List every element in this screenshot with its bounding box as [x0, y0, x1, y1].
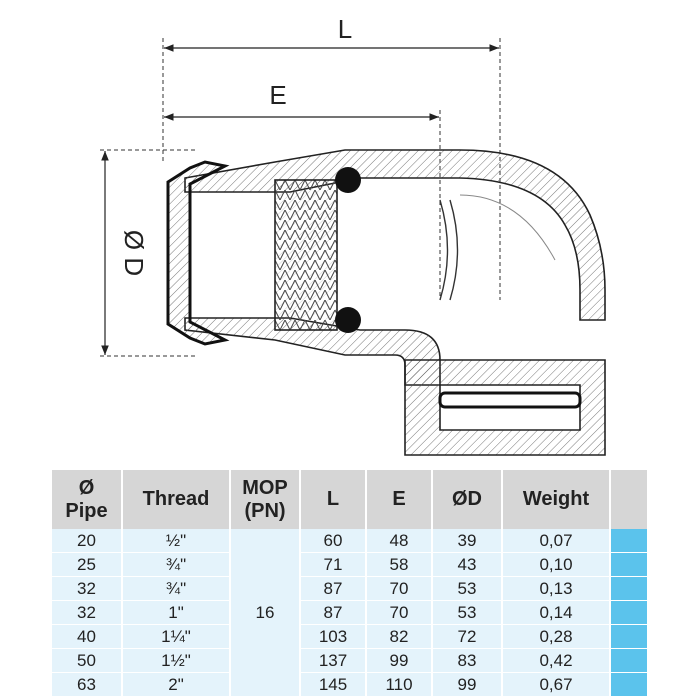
- row-color-swatch: [610, 624, 649, 649]
- header-thread: Thread: [122, 470, 231, 529]
- cell-l: 137: [300, 648, 367, 673]
- cell-l: 87: [300, 600, 367, 625]
- header-l: L: [300, 470, 367, 529]
- o-ring-top: [335, 167, 361, 193]
- cell-thread: 1½": [122, 648, 231, 673]
- cell-l: 87: [300, 576, 367, 601]
- header-e: E: [366, 470, 433, 529]
- cell-l: 145: [300, 672, 367, 697]
- dimension-lines: [100, 38, 501, 357]
- cell-pipe: 20: [52, 529, 123, 553]
- cell-pipe: 63: [52, 672, 123, 697]
- elbow-fitting-drawing: L E Ø D: [100, 14, 606, 456]
- bore-curve: [459, 194, 556, 261]
- outlet-gasket: [438, 391, 582, 409]
- cell-e: 110: [366, 672, 433, 697]
- cell-e: 70: [366, 600, 433, 625]
- cell-pipe: 32: [52, 600, 123, 625]
- cell-weight: 0,13: [502, 576, 611, 601]
- cell-weight: 0,14: [502, 600, 611, 625]
- o-ring-bottom: [335, 307, 361, 333]
- header-d: ØD: [432, 470, 503, 529]
- cell-thread: 1": [122, 600, 231, 625]
- dim-D-label: Ø D: [119, 230, 149, 276]
- cell-weight: 0,67: [502, 672, 611, 697]
- grip-ring-shading: [275, 180, 337, 330]
- cell-weight: 0,28: [502, 624, 611, 649]
- cell-e: 82: [366, 624, 433, 649]
- threaded-outlet-housing: [404, 359, 606, 456]
- dim-E-label: E: [269, 80, 286, 110]
- row-color-swatch: [610, 529, 649, 553]
- clamp-nut: [166, 160, 230, 346]
- cell-d: 43: [432, 552, 503, 577]
- cell-l: 103: [300, 624, 367, 649]
- dim-L-label: L: [338, 14, 352, 44]
- cell-weight: 0,07: [502, 529, 611, 553]
- pipe-stop: [439, 199, 459, 301]
- row-color-swatch: [610, 600, 649, 625]
- cell-pipe: 32: [52, 576, 123, 601]
- cell-d: 53: [432, 600, 503, 625]
- cell-l: 71: [300, 552, 367, 577]
- cell-thread: ¾": [122, 576, 231, 601]
- cell-thread: ½": [122, 529, 231, 553]
- row-color-swatch: [610, 576, 649, 601]
- cell-d: 99: [432, 672, 503, 697]
- header-weight: Weight: [502, 470, 611, 529]
- cell-d: 72: [432, 624, 503, 649]
- cell-thread: 1¼": [122, 624, 231, 649]
- cell-mop: 16: [230, 529, 301, 697]
- cell-e: 58: [366, 552, 433, 577]
- cell-pipe: 50: [52, 648, 123, 673]
- cell-e: 70: [366, 576, 433, 601]
- cell-pipe: 25: [52, 552, 123, 577]
- cell-thread: ¾": [122, 552, 231, 577]
- cell-e: 99: [366, 648, 433, 673]
- cell-d: 53: [432, 576, 503, 601]
- row-color-swatch: [610, 552, 649, 577]
- cell-thread: 2": [122, 672, 231, 697]
- row-color-swatch: [610, 672, 649, 697]
- header-mop: MOP(PN): [230, 470, 301, 529]
- row-color-swatch: [610, 648, 649, 673]
- cell-e: 48: [366, 529, 433, 553]
- cell-weight: 0,42: [502, 648, 611, 673]
- cell-l: 60: [300, 529, 367, 553]
- cell-d: 39: [432, 529, 503, 553]
- fitting-upper-wall: [184, 149, 606, 321]
- cell-weight: 0,10: [502, 552, 611, 577]
- header-swatch: [610, 470, 649, 529]
- cell-pipe: 40: [52, 624, 123, 649]
- cell-d: 83: [432, 648, 503, 673]
